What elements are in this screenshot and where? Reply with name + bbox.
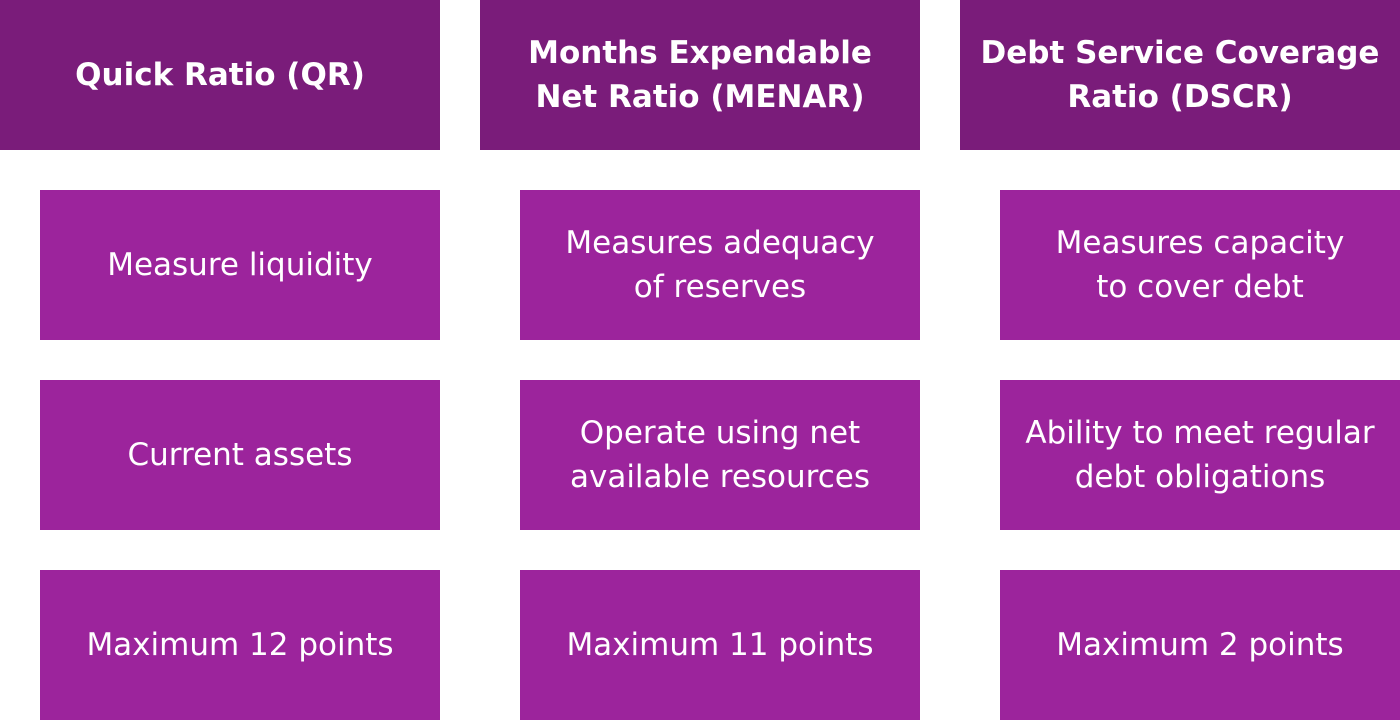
column-header-menar: Months Expendable Net Ratio (MENAR)	[480, 0, 920, 150]
cell-label: Measures capacity to cover debt	[1055, 225, 1345, 305]
column-header-quick-ratio: Quick Ratio (QR)	[0, 0, 440, 150]
cell-menar-basis: Operate using net available resources	[520, 380, 920, 530]
cell-label: Maximum 2 points	[1056, 627, 1344, 663]
cell-label: Ability to meet regular debt obligations	[1025, 415, 1375, 495]
column-header-label: Debt Service Coverage Ratio (DSCR)	[980, 35, 1380, 115]
cell-dscr-purpose: Measures capacity to cover debt	[1000, 190, 1400, 340]
cell-label: Measure liquidity	[107, 247, 373, 283]
cell-dscr-points: Maximum 2 points	[1000, 570, 1400, 720]
column-header-label: Quick Ratio (QR)	[75, 57, 365, 93]
column-header-dscr: Debt Service Coverage Ratio (DSCR)	[960, 0, 1400, 150]
cell-label: Maximum 12 points	[86, 627, 394, 663]
cell-quick-ratio-purpose: Measure liquidity	[40, 190, 440, 340]
column-header-label: Months Expendable Net Ratio (MENAR)	[528, 35, 872, 115]
cell-quick-ratio-basis: Current assets	[40, 380, 440, 530]
cell-label: Current assets	[127, 437, 353, 473]
cell-label: Measures adequacy of reserves	[565, 225, 875, 305]
cell-quick-ratio-points: Maximum 12 points	[40, 570, 440, 720]
cell-label: Operate using net available resources	[569, 415, 870, 495]
cell-dscr-basis: Ability to meet regular debt obligations	[1000, 380, 1400, 530]
cell-menar-points: Maximum 11 points	[520, 570, 920, 720]
cell-label: Maximum 11 points	[566, 627, 874, 663]
cell-menar-purpose: Measures adequacy of reserves	[520, 190, 920, 340]
